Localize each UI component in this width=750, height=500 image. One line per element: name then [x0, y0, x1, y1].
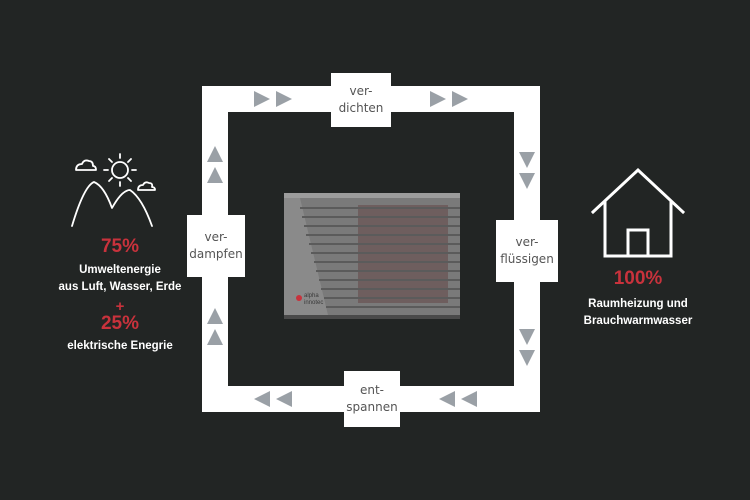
input-energy-block: 75% Umweltenergie aus Luft, Wasser, Erde…	[40, 236, 200, 355]
mountains-icon	[71, 181, 153, 227]
arrow-right-icon	[430, 91, 446, 107]
electric-energy-label: elektrische Enegrie	[67, 340, 173, 352]
stage-condense: ver- flüssigen	[496, 220, 558, 282]
arrow-down-icon	[519, 329, 535, 345]
house-icon	[591, 167, 685, 258]
env-energy-label-line2: aus Luft, Wasser, Erde	[58, 281, 182, 293]
stage-compress: ver- dichten	[331, 73, 391, 127]
arrow-up-icon	[207, 146, 223, 162]
sun-icon	[103, 153, 137, 187]
stage-compress-line1: ver-	[349, 84, 373, 98]
cloud-icon	[137, 181, 156, 191]
output-percent: 100%	[613, 268, 663, 289]
arrow-right-icon	[276, 91, 292, 107]
brand-logo-line2: innotec	[304, 300, 323, 306]
arrows-left	[207, 146, 223, 345]
stage-expand-line2: spannen	[346, 400, 398, 414]
arrow-up-icon	[207, 308, 223, 324]
heat-pump-unit: alpha innotec	[284, 193, 460, 319]
environment-illustration	[71, 153, 156, 227]
brand-logo-line1: alpha	[304, 293, 319, 299]
stage-expand: ent- spannen	[344, 371, 400, 427]
arrow-right-icon	[254, 91, 270, 107]
plus-sign: +	[115, 298, 125, 315]
arrow-up-icon	[207, 167, 223, 183]
arrow-left-icon	[439, 391, 455, 407]
stage-condense-line2: flüssigen	[500, 252, 554, 266]
arrow-down-icon	[519, 350, 535, 366]
arrows-right	[519, 152, 535, 366]
arrow-down-icon	[519, 173, 535, 189]
arrow-left-icon	[276, 391, 292, 407]
stage-evaporate-line1: ver-	[204, 230, 228, 244]
stage-expand-line1: ent-	[359, 383, 385, 397]
arrow-down-icon	[519, 152, 535, 168]
stage-compress-line2: dichten	[338, 101, 384, 115]
output-label-line1: Raumheizung und	[588, 298, 688, 310]
stage-evaporate: ver- dampfen	[187, 215, 245, 277]
arrows-bottom	[254, 391, 477, 407]
arrow-left-icon	[461, 391, 477, 407]
brand-logo-mark	[296, 295, 302, 301]
electric-energy-percent: 25%	[100, 313, 140, 334]
stage-condense-line1: ver-	[515, 235, 539, 249]
arrows-top	[254, 91, 468, 107]
arrow-up-icon	[207, 329, 223, 345]
stage-evaporate-line2: dampfen	[189, 247, 243, 261]
arrow-left-icon	[254, 391, 270, 407]
output-energy-block: 100% Raumheizung und Brauchwarmwasser	[568, 268, 708, 330]
cloud-icon	[75, 159, 97, 171]
output-label-line2: Brauchwarmwasser	[583, 315, 693, 327]
env-energy-label-line1: Umweltenergie	[79, 264, 161, 276]
env-energy-percent: 75%	[100, 236, 140, 257]
arrow-right-icon	[452, 91, 468, 107]
